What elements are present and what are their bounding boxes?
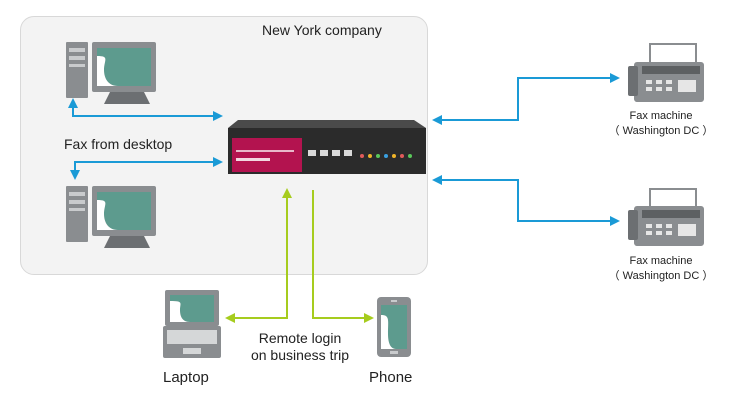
phone-icon bbox=[377, 297, 411, 357]
laptop-label: Laptop bbox=[163, 369, 209, 386]
desktop-fax-label: Fax from desktop bbox=[64, 136, 173, 152]
desktop-connection-arrows bbox=[68, 98, 223, 180]
remote-connection-arrows bbox=[225, 188, 374, 323]
remote-login-line1: Remote login bbox=[258, 330, 342, 346]
fax-machine-icon bbox=[628, 188, 704, 246]
fax-bottom-label: Fax machine （ Washington DC ） bbox=[604, 254, 718, 284]
laptop-icon bbox=[163, 290, 221, 358]
gateway-router-icon bbox=[228, 120, 426, 174]
fax-bottom-name: Fax machine bbox=[629, 255, 693, 267]
desktop-computer-icon bbox=[66, 186, 156, 248]
fax-machine-icon bbox=[628, 43, 704, 102]
fax-top-name: Fax machine bbox=[629, 110, 693, 122]
phone-label: Phone bbox=[369, 369, 413, 386]
fax-connection-arrows bbox=[432, 73, 620, 226]
company-title: New York company bbox=[262, 22, 382, 38]
fax-top-location: （ Washington DC ） bbox=[608, 125, 714, 137]
remote-login-label: Remote login on business trip bbox=[241, 330, 359, 364]
desktop-computer-icon bbox=[66, 42, 156, 104]
fax-top-label: Fax machine （ Washington DC ） bbox=[604, 109, 718, 139]
fax-bottom-location: （ Washington DC ） bbox=[608, 270, 714, 282]
remote-login-line2: on business trip bbox=[250, 347, 350, 363]
